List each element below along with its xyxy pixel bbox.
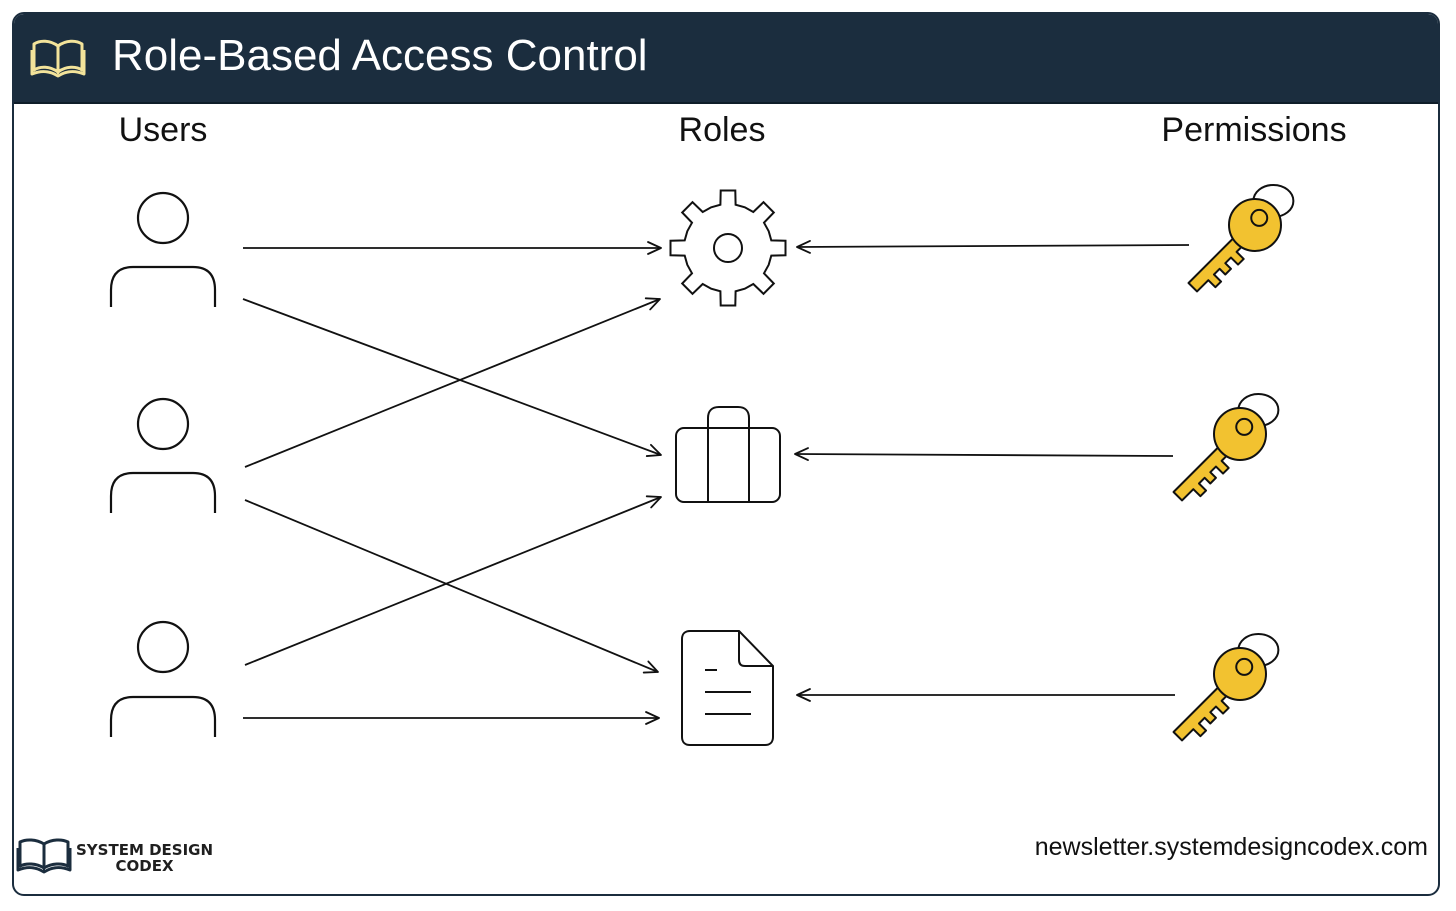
grant-arrow: [794, 447, 1174, 461]
assignment-arrow: [244, 495, 662, 666]
column-label-permissions: Permissions: [1161, 111, 1347, 149]
key-icon: [1172, 632, 1280, 742]
header-bar: Role-Based Access Control: [14, 14, 1438, 104]
diagram-card: Role-Based Access Control: [12, 12, 1440, 896]
gear-icon: [669, 189, 787, 307]
open-book-icon: [30, 39, 86, 78]
newsletter-url: newsletter.systemdesigncodex.com: [1034, 833, 1428, 861]
user-icon: [109, 397, 217, 513]
open-book-icon: [16, 838, 72, 874]
page-title: Role-Based Access Control: [112, 31, 648, 80]
briefcase-icon: [675, 406, 781, 503]
brand-line-2: CODEX: [115, 857, 174, 875]
key-icon: [1172, 392, 1280, 502]
brand-name: SYSTEM DESIGN CODEX: [76, 842, 213, 874]
assignment-arrow: [244, 499, 659, 674]
assignment-arrow: [242, 298, 662, 457]
grant-arrow: [796, 240, 1190, 254]
assignment-arrow: [244, 297, 661, 468]
key-icon: [1187, 183, 1295, 293]
column-label-users: Users: [118, 111, 208, 149]
user-icon: [109, 191, 217, 307]
brand-line-1: SYSTEM DESIGN: [76, 841, 214, 859]
brand-logo: SYSTEM DESIGN CODEX: [16, 836, 256, 880]
column-label-roles: Roles: [678, 111, 766, 149]
user-icon: [109, 620, 217, 737]
document-icon: [681, 630, 774, 746]
